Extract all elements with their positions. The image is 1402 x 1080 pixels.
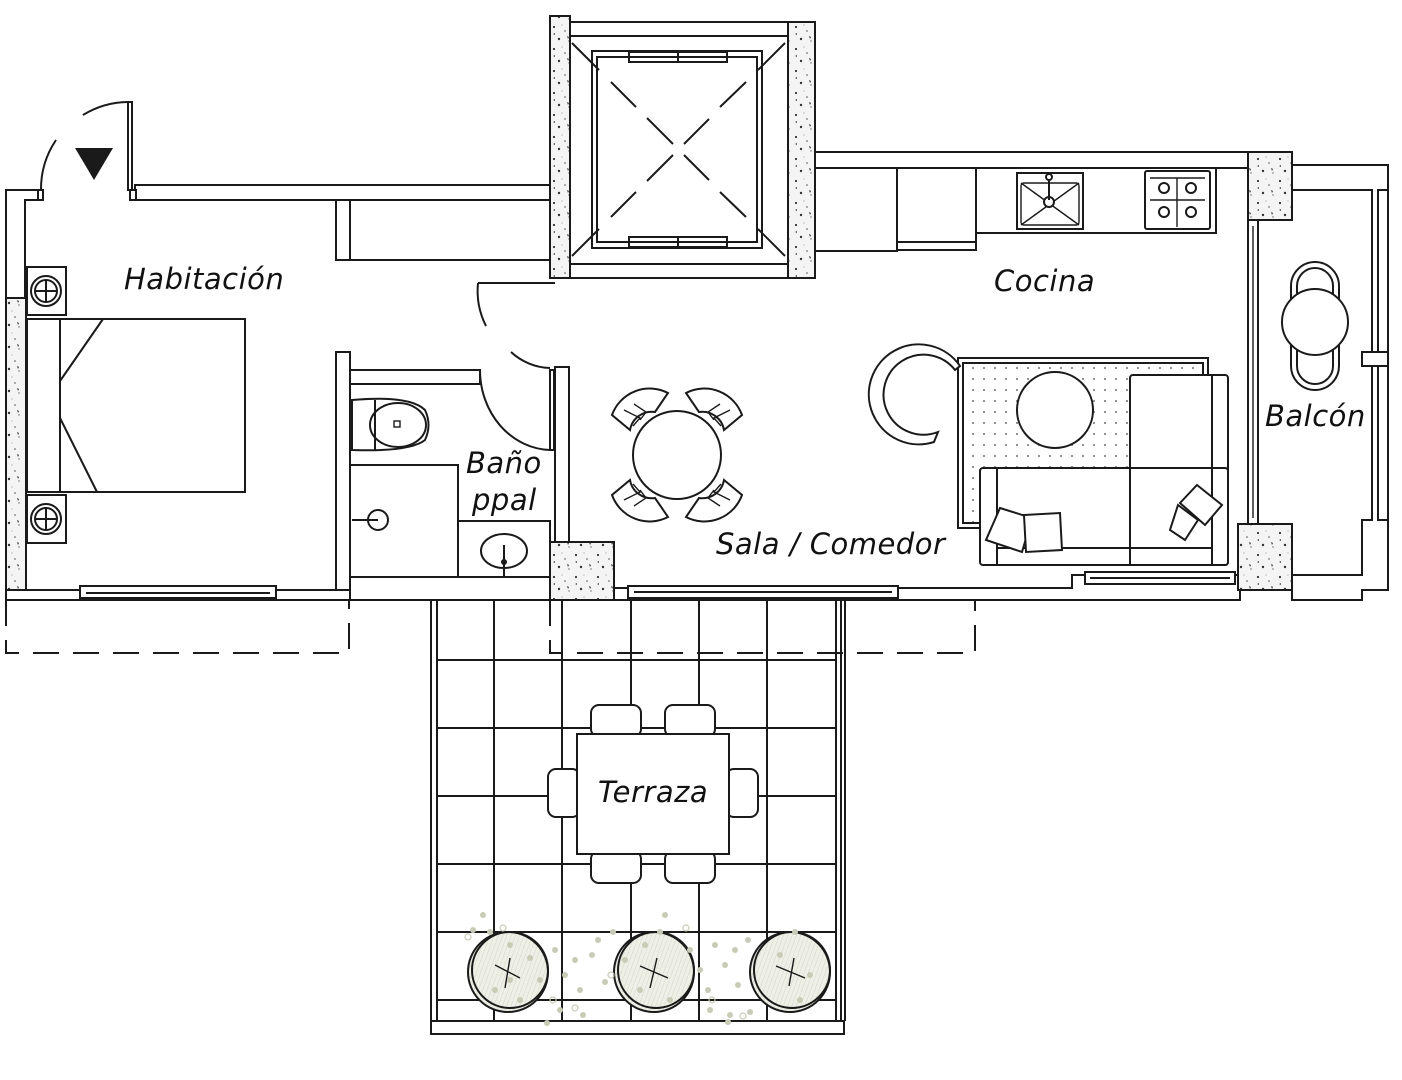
dining-chair[interactable]	[684, 387, 744, 432]
overhang-outline-left	[5, 600, 350, 654]
cushions	[984, 483, 1224, 554]
planters	[464, 912, 831, 1026]
kitchen-cabinets	[814, 167, 1217, 252]
toilet[interactable]	[351, 397, 430, 452]
dining-chair[interactable]	[610, 478, 670, 523]
terrace-dining-set[interactable]	[547, 704, 759, 884]
room-label-habitacion: Habitación	[124, 262, 285, 296]
room-label-balcon: Balcón	[1265, 399, 1366, 433]
kitchen-stove[interactable]	[1144, 170, 1211, 230]
balcony-bistro-set[interactable]	[1281, 261, 1349, 391]
room-label-sala-comedor: Sala / Comedor	[716, 527, 946, 561]
entry-door[interactable]	[39, 100, 133, 191]
coffee-table[interactable]	[1016, 371, 1094, 449]
foliage-dots	[464, 912, 813, 1026]
bedroom-door[interactable]	[476, 282, 555, 327]
nightstand-top	[26, 266, 67, 316]
entry-arrow-icon	[75, 148, 113, 180]
armchair[interactable]	[867, 343, 962, 446]
shower[interactable]	[349, 464, 459, 578]
dining-chair[interactable]	[684, 478, 744, 523]
overhang-outline-right	[549, 600, 976, 654]
room-label-terraza: Terraza	[598, 775, 709, 809]
walls	[5, 151, 1389, 601]
kitchen-sink[interactable]	[1016, 172, 1084, 230]
room-label-bano-line1: Baño	[466, 446, 542, 480]
elevator-shaft	[549, 15, 816, 279]
room-label-cocina: Cocina	[994, 264, 1096, 298]
dining-set[interactable]	[610, 387, 744, 523]
nightstand-bottom	[26, 494, 67, 544]
bathroom-door[interactable]	[479, 351, 555, 451]
washbasin[interactable]	[457, 520, 551, 578]
double-bed[interactable]	[26, 318, 246, 493]
room-label-bano-line2: ppal	[472, 483, 537, 517]
dining-chair[interactable]	[610, 387, 670, 432]
